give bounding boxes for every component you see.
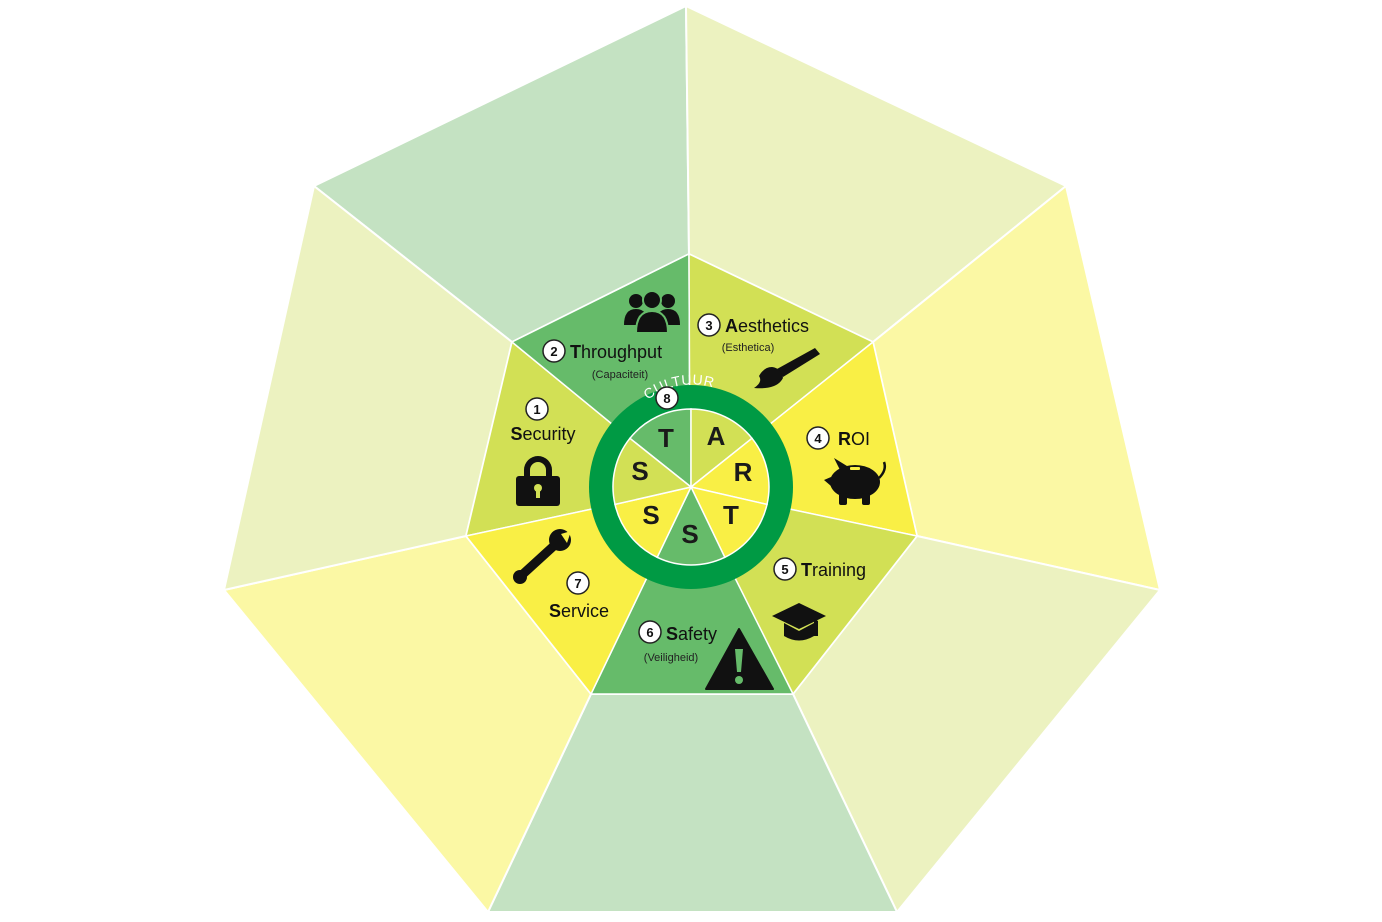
throughput-initial: T xyxy=(570,342,581,362)
culture-number-badge xyxy=(655,386,679,410)
service-initial: S xyxy=(549,601,561,621)
wedge-s-bottom xyxy=(656,485,726,566)
training-rest: raining xyxy=(812,560,866,580)
segment-roi: 4 ROI xyxy=(806,426,887,505)
throughput-subtitle: (Capaciteit) xyxy=(592,369,648,381)
safety-subtitle: (Veiligheid) xyxy=(644,652,698,664)
roi-rest: OI xyxy=(851,429,870,449)
service-number-badge xyxy=(566,571,590,595)
people-group-icon xyxy=(624,290,680,334)
padlock-icon xyxy=(516,456,560,506)
throughput-number: 2 xyxy=(550,344,557,359)
wedge-a xyxy=(690,408,754,489)
safety-rest: afety xyxy=(678,624,717,644)
service-label: Service xyxy=(549,601,609,621)
safety-initial: S xyxy=(666,624,678,644)
segment-throughput: 2 Throughput (Capaciteit) xyxy=(542,290,680,381)
wedge-letter: S xyxy=(642,500,659,530)
security-label: Security xyxy=(510,424,575,444)
roi-number: 4 xyxy=(814,431,822,446)
wedge-letter: R xyxy=(734,457,753,487)
aesthetics-number-badge xyxy=(697,313,721,337)
service-number: 7 xyxy=(574,576,581,591)
safety-number: 6 xyxy=(646,625,653,640)
throughput-label: Throughput xyxy=(570,342,662,362)
security-number-badge xyxy=(525,397,549,421)
training-number-badge xyxy=(773,557,797,581)
segment-security: 1 Security xyxy=(510,397,576,506)
segment-safety: 6 Safety (Veiligheid) xyxy=(638,620,774,690)
graduation-cap-icon xyxy=(772,603,826,641)
service-rest: ervice xyxy=(561,601,609,621)
aesthetics-subtitle: (Esthetica) xyxy=(722,342,775,354)
safety-label: Safety xyxy=(666,624,717,644)
roi-label: ROI xyxy=(838,429,870,449)
center-wheel: T A R T S S S CULTUUR 8 xyxy=(589,371,793,589)
wedge-letter: T xyxy=(723,500,739,530)
training-label: Training xyxy=(801,560,866,580)
wedge-t-top xyxy=(628,408,692,489)
outer-ring xyxy=(222,4,1162,914)
throughput-rest: hroughput xyxy=(581,342,662,362)
wedge-letter: T xyxy=(658,423,674,453)
wrench-icon xyxy=(513,529,571,584)
paintbrush-icon xyxy=(754,348,820,389)
segment-aesthetics: 3 Aesthetics (Esthetica) xyxy=(697,313,820,389)
wedge-s-left xyxy=(612,437,693,506)
aesthetics-initial: A xyxy=(725,316,738,336)
segment-service: 7 Service xyxy=(513,529,609,621)
roi-number-badge xyxy=(806,426,830,450)
wedge-t-bottom xyxy=(689,485,768,559)
warning-triangle-icon xyxy=(705,628,774,690)
training-initial: T xyxy=(801,560,812,580)
aesthetics-label: Aesthetics xyxy=(725,316,809,336)
segment-training: 5 Training xyxy=(772,557,866,641)
wedge-letter: S xyxy=(681,519,698,549)
wedge-letter: A xyxy=(707,421,726,451)
wedge-r xyxy=(689,437,770,506)
roi-initial: R xyxy=(838,429,851,449)
security-rest: ecurity xyxy=(523,424,576,444)
aesthetics-number: 3 xyxy=(705,318,712,333)
safety-number-badge xyxy=(638,620,662,644)
wedge-s-lower-left xyxy=(614,485,693,559)
culture-number: 8 xyxy=(663,391,670,406)
security-number: 1 xyxy=(533,402,540,417)
piggy-bank-icon xyxy=(824,458,887,505)
throughput-number-badge xyxy=(542,339,566,363)
security-initial: S xyxy=(510,424,522,444)
training-number: 5 xyxy=(781,562,788,577)
wedge-letter: S xyxy=(631,456,648,486)
aesthetics-rest: esthetics xyxy=(738,316,809,336)
